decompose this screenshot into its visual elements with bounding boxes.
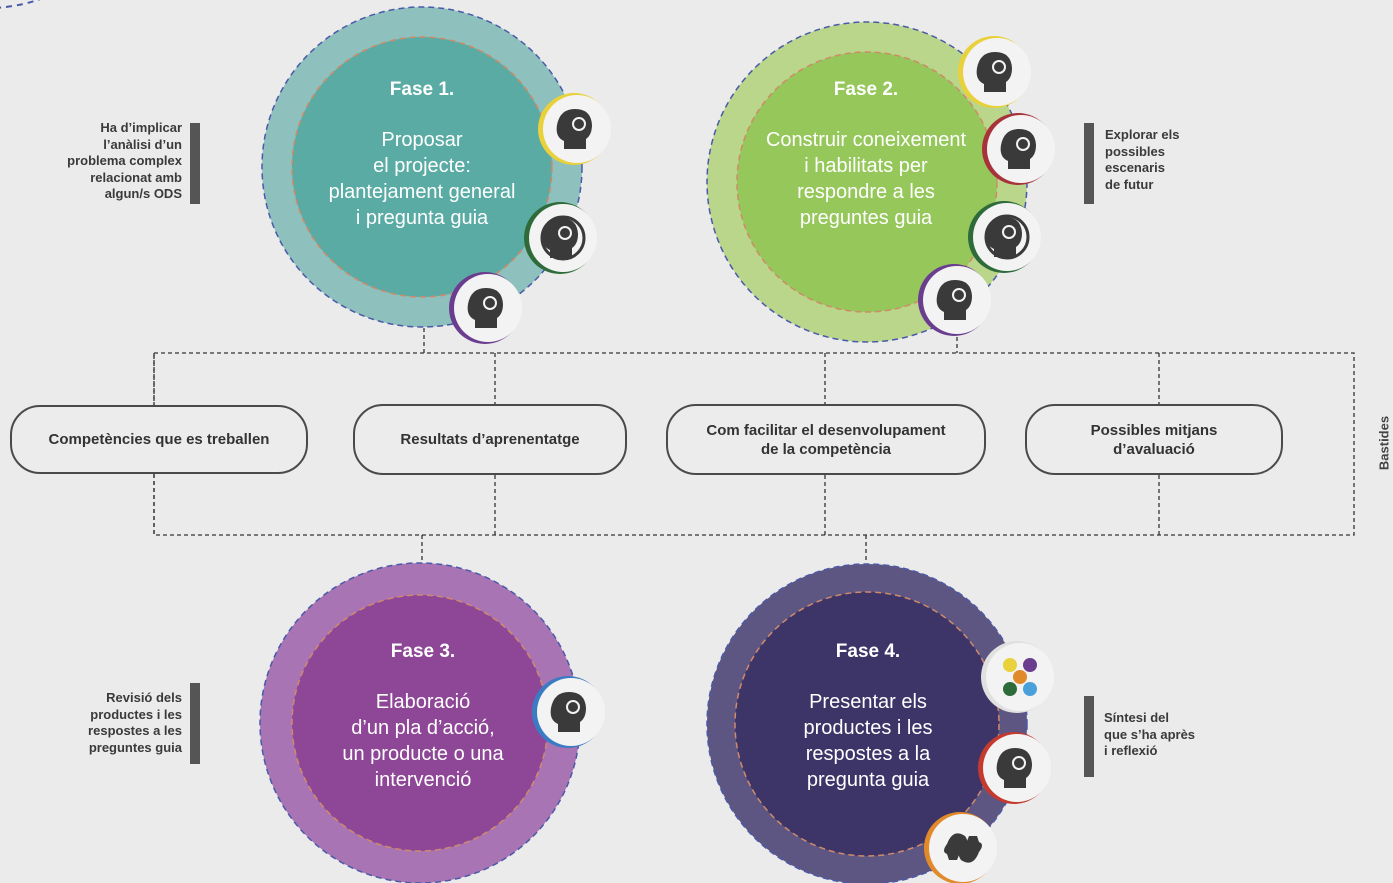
creative-thinking-icon [958,36,1031,108]
note-bar-fase2 [1084,123,1094,204]
creative-thinking-icon [538,93,611,165]
note-bar-fase1 [190,123,200,204]
note-bars [190,123,1094,777]
phase-4-circle [706,563,1028,883]
decorative-arc [0,0,41,9]
phase-4-title: Fase 4. [835,641,901,662]
grid-thinking-icon [532,676,605,748]
note-fase1: Ha d’implicar l’anàlisi d’un problema co… [67,120,182,201]
phase-2-text: Construir coneixement i habilitats per r… [765,129,967,229]
phase-4: Fase 4. Presentar els productes i les re… [752,641,984,793]
systems-thinking-icon [918,264,991,336]
phase-3-circle [259,562,581,883]
question-thinking-icon [982,113,1055,185]
note-fase4: Síntesi del que s’ha après i reflexió [1104,710,1196,758]
phase-4-text: Presentar els productes i les respostes … [803,691,933,791]
side-label-bastides: Bastides [1376,415,1392,471]
scaffold-facilitation: Com facilitar el desenvolupament de la c… [666,404,986,475]
phase-1-circle [261,6,583,328]
scaffold-competencies: Competències que es treballen [10,405,308,474]
scaffold-evaluation: Possibles mitjans d’avaluació [1025,404,1283,475]
phase-3: Fase 3. Elaboració d’un pla d’acció, un … [308,641,538,793]
phase-2: Fase 2. Construir coneixement i habilita… [746,79,986,231]
color-dots-icon [981,641,1054,713]
phase-2-title: Fase 2. [833,79,899,100]
note-bar-fase3 [190,683,200,764]
phase-1-title: Fase 1. [389,79,455,100]
phase-3-text: Elaboració d’un pla d’acció, un producte… [342,691,504,791]
phase-3-title: Fase 3. [390,641,456,662]
phase-1-text: Proposar el projecte: plantejament gener… [328,129,516,229]
phase-1: Fase 1. Proposar el projecte: plantejame… [306,79,538,231]
phase-2-circle [706,21,1028,343]
reflection-cycle-icon [524,202,597,274]
reflection-cycle-icon [968,201,1041,273]
scaffold-learning-outcomes: Resultats d’aprenentatge [353,404,627,475]
systems-thinking-icon [449,272,522,344]
sharing-heart-icon [978,732,1051,804]
note-fase2: Explorar els possibles escenaris de futu… [1105,127,1180,192]
note-fase3: Revisió dels productes i les respostes a… [88,690,182,755]
collaboration-icon [924,812,997,883]
note-bar-fase4 [1084,696,1094,777]
